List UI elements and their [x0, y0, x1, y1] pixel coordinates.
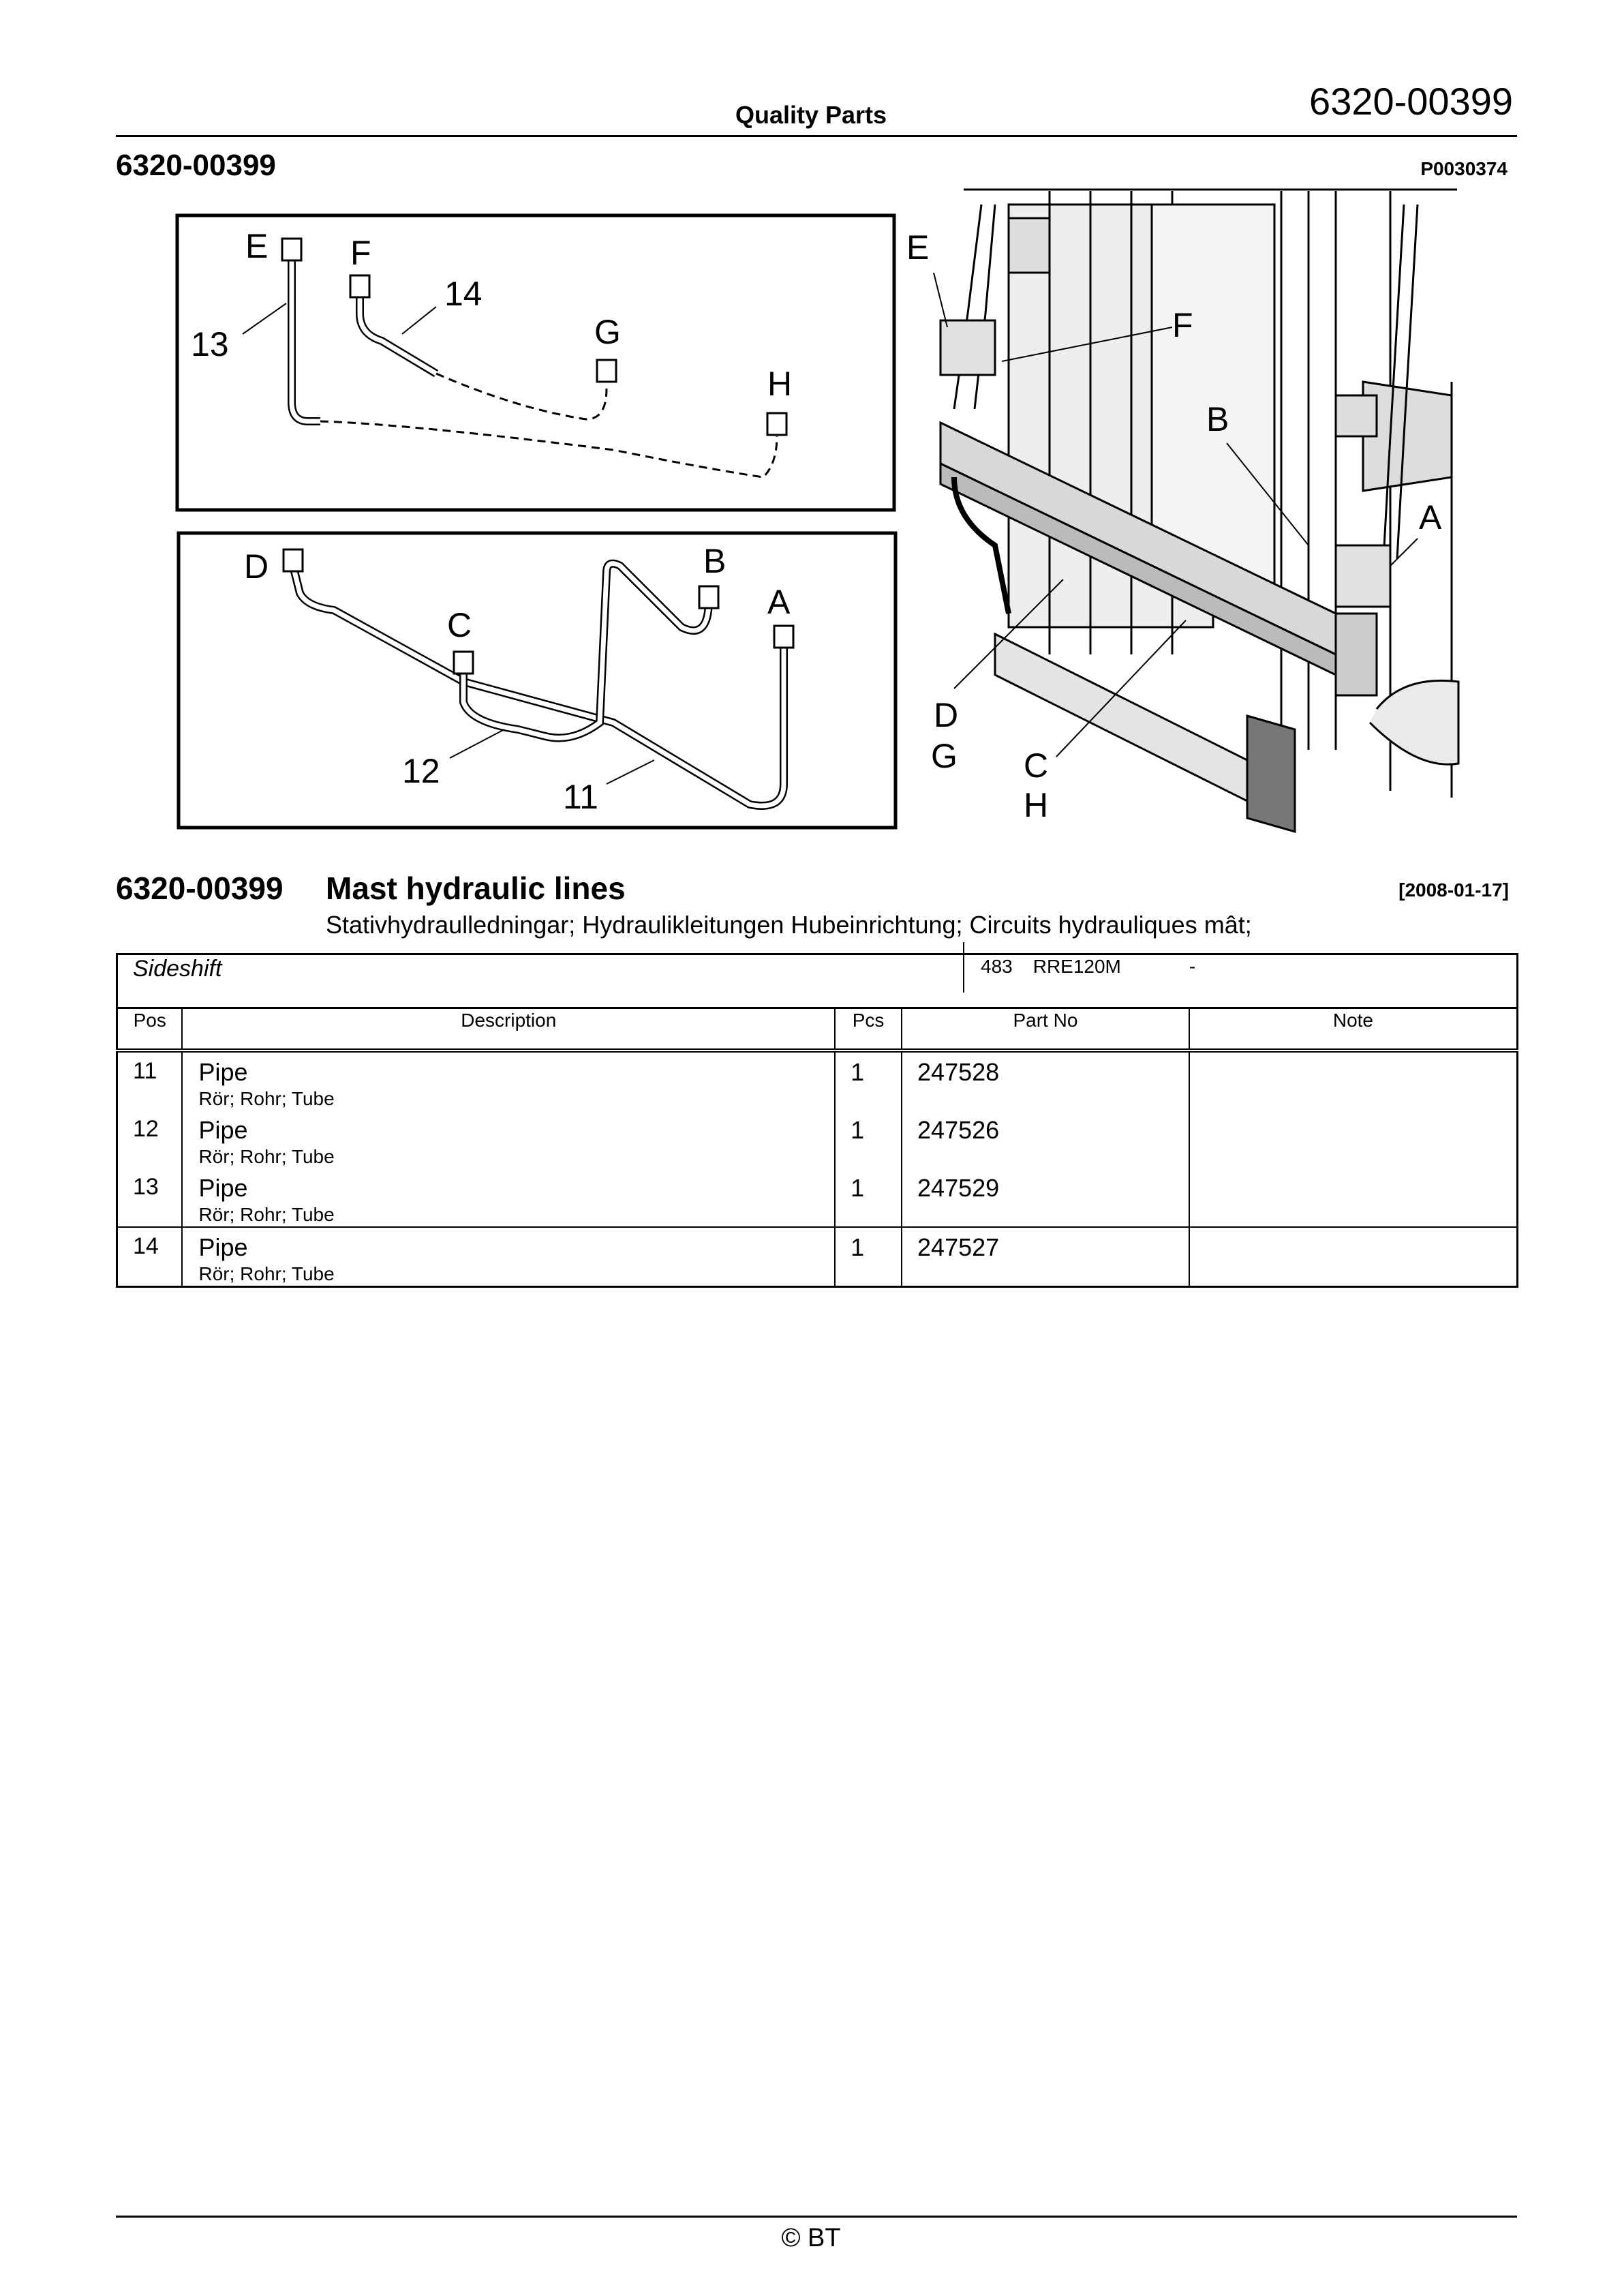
fitting-a-icon — [773, 624, 795, 649]
fitting-d-icon — [282, 548, 304, 573]
row-translations: Rör; Rohr; Tube — [198, 1088, 335, 1109]
section-id: 6320-00399 — [116, 149, 276, 182]
col-part-no: Part No — [901, 1008, 1190, 1053]
row-description: Pipe — [198, 1233, 248, 1261]
col-note: Note — [1188, 1008, 1518, 1053]
col-description: Description — [181, 1008, 836, 1053]
photo-callouts: E F B A D G C H — [906, 228, 1442, 824]
column-header-row: Pos Description Pcs Part No Note — [116, 1008, 1518, 1053]
callout-12: 12 — [402, 752, 440, 790]
detail-box-upper: E F 14 13 G H — [175, 213, 896, 512]
pipe-14 — [356, 286, 439, 378]
callout-f-upper: F — [350, 234, 371, 272]
detail-box-lower: D B A C 12 11 — [177, 531, 898, 830]
parts-table: Sideshift 483 RRE120M - Pos Description … — [116, 942, 1518, 1288]
header-rule — [116, 135, 1517, 137]
title-date: [2008-01-17] — [1398, 879, 1509, 901]
fitting-e-icon — [281, 237, 303, 262]
fitting-h-icon — [766, 412, 788, 436]
group-code: 483 — [981, 956, 1013, 977]
row-part-no: 247529 — [901, 1168, 1190, 1227]
row-translations: Rör; Rohr; Tube — [198, 1263, 335, 1284]
header-doc-number: 6320-00399 — [1309, 80, 1513, 123]
pipe-13 — [288, 258, 320, 425]
fitting-c-icon — [453, 650, 474, 675]
callout-b-lower: B — [703, 542, 726, 580]
callout-c-photo: C — [1024, 746, 1048, 785]
row-description: Pipe — [198, 1058, 248, 1086]
row-note — [1188, 1111, 1518, 1168]
callout-g-photo: G — [931, 737, 958, 775]
callout-a-photo: A — [1419, 498, 1442, 537]
row-part-no: 247527 — [901, 1226, 1190, 1287]
photo-leader-lines — [933, 272, 1418, 757]
group-name: Sideshift — [133, 956, 222, 982]
col-pcs: Pcs — [834, 1008, 903, 1053]
callout-e-upper: E — [245, 227, 268, 265]
pipe-12 — [461, 561, 711, 740]
row-note — [1188, 1051, 1518, 1111]
mast-assembly-drawing — [939, 188, 1460, 833]
exploded-view-figure: E F 14 13 G H D B A C 12 11 — [175, 188, 1460, 833]
group-extra: - — [1189, 956, 1196, 977]
row-part-no: 247526 — [901, 1111, 1190, 1168]
callout-d-lower: D — [244, 547, 269, 586]
row-description: Pipe — [198, 1174, 248, 1202]
picture-id: P0030374 — [1420, 158, 1508, 179]
footer-rule — [116, 2216, 1517, 2218]
pipe-11 — [290, 565, 786, 809]
callout-g-upper: G — [594, 313, 621, 351]
callout-e-photo: E — [906, 228, 929, 267]
fitting-g-icon — [596, 359, 617, 383]
title-translations: Stativhydraulledningar; Hydraulikleitung… — [326, 911, 1252, 939]
callout-11: 11 — [563, 778, 598, 816]
row-translations: Rör; Rohr; Tube — [198, 1204, 335, 1225]
row-translations: Rör; Rohr; Tube — [198, 1146, 335, 1167]
col-pos: Pos — [116, 1008, 183, 1053]
row-description: Pipe — [198, 1116, 248, 1144]
callout-f-photo: F — [1172, 306, 1193, 344]
row-note — [1188, 1168, 1518, 1227]
callout-b-photo: B — [1206, 400, 1229, 438]
row-note — [1188, 1226, 1518, 1287]
callout-a-lower: A — [767, 583, 791, 621]
group-row: Sideshift 483 RRE120M - — [116, 942, 1518, 1009]
footer-copyright: © BT — [781, 2224, 841, 2252]
header-title: Quality Parts — [735, 101, 887, 129]
row-part-no: 247528 — [901, 1051, 1190, 1111]
fitting-f-icon — [349, 274, 371, 299]
callout-d-photo: D — [934, 696, 958, 734]
callout-c-lower: C — [447, 606, 472, 644]
page-title: Mast hydraulic lines — [326, 871, 626, 906]
callout-14: 14 — [444, 275, 483, 313]
group-model: RRE120M — [1032, 956, 1121, 977]
title-id: 6320-00399 — [116, 871, 284, 906]
callout-h-upper: H — [767, 365, 792, 403]
callout-h-photo: H — [1024, 786, 1048, 824]
callout-13: 13 — [191, 325, 229, 363]
fitting-b-icon — [698, 585, 720, 609]
